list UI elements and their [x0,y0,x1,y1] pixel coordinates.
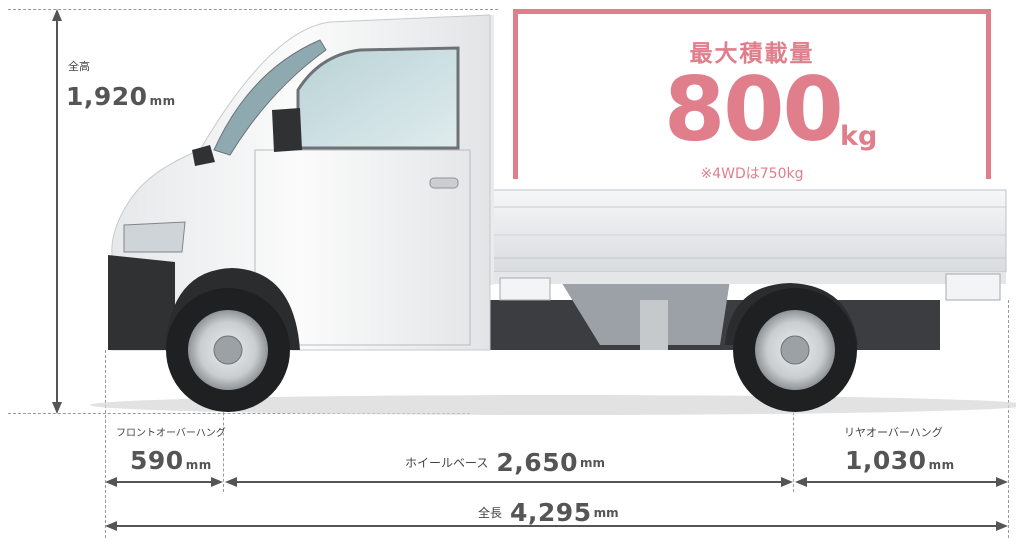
rear-axle-reference-line [793,402,794,492]
height-number: 1,920 [66,82,148,111]
front-reference-line [105,350,106,538]
wheelbase-number: 2,650 [496,448,578,477]
front-overhang-number: 590 [130,446,184,475]
max-payload-title: 最大積載量 [689,41,815,67]
rear-overhang-unit: mm [928,458,955,472]
height-unit: mm [149,94,176,108]
ground-reference-line [8,413,470,414]
rear-overhang-label: リヤオーバーハング [844,426,943,439]
rear-reference-line [1008,300,1009,538]
max-payload-unit: kg [840,121,878,152]
truck-image [90,14,1016,415]
top-reference-line [8,9,498,10]
max-payload-box: 最大積載量 800 kg ※4WDは750kg [513,9,991,182]
max-payload-value: 800 [664,58,844,161]
rear-overhang-number: 1,030 [845,446,927,475]
max-payload-note: ※4WDは750kg [700,166,804,182]
overall-length-number: 4,295 [510,498,592,527]
wheelbase-unit: mm [579,455,605,470]
overall-length-label: 全長 [478,506,503,520]
wheelbase-label: ホイールベース [405,456,489,470]
overall-length-arrow [105,521,1008,531]
front-axle-reference-line [223,402,224,492]
front-overhang-label: フロントオーバーハング [116,428,226,439]
overall-length-unit: mm [593,505,619,520]
dimension-arrows-row [105,477,1008,487]
height-arrow [52,9,62,414]
front-overhang-unit: mm [185,458,212,472]
height-label: 全高 [68,60,90,73]
